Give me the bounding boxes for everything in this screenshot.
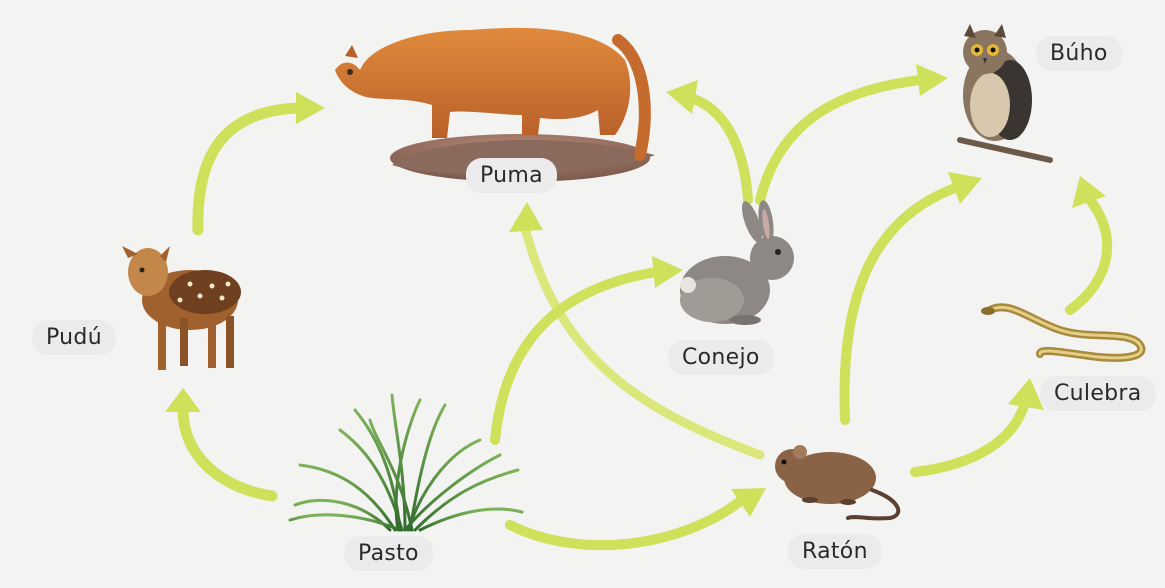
- rabbit-icon: [680, 199, 794, 325]
- arrow-conejo-to-puma: [666, 80, 748, 200]
- label-pasto: Pasto: [344, 536, 433, 571]
- label-pudu: Pudú: [32, 320, 116, 355]
- label-conejo: Conejo: [668, 340, 774, 375]
- arrow-raton-to-buho: [844, 172, 982, 420]
- label-puma: Puma: [466, 158, 557, 193]
- deer-icon: [122, 246, 241, 370]
- arrow-conejo-to-buho: [760, 64, 948, 200]
- arrows-layer: [165, 64, 1107, 545]
- arrow-culebra-to-buho: [1070, 176, 1107, 310]
- snake-icon: [981, 307, 1141, 358]
- arrow-raton-to-culebra: [915, 378, 1044, 472]
- arrow-pudu-to-puma: [198, 92, 325, 230]
- arrow-raton-to-puma: [509, 202, 760, 455]
- arrow-pasto-to-pudu: [165, 388, 272, 496]
- label-buho: Búho: [1036, 36, 1122, 71]
- mouse-icon: [775, 445, 898, 518]
- arrow-pasto-to-raton: [510, 488, 766, 545]
- label-culebra: Culebra: [1040, 376, 1156, 411]
- grass-icon: [290, 395, 522, 530]
- label-raton: Ratón: [788, 534, 882, 569]
